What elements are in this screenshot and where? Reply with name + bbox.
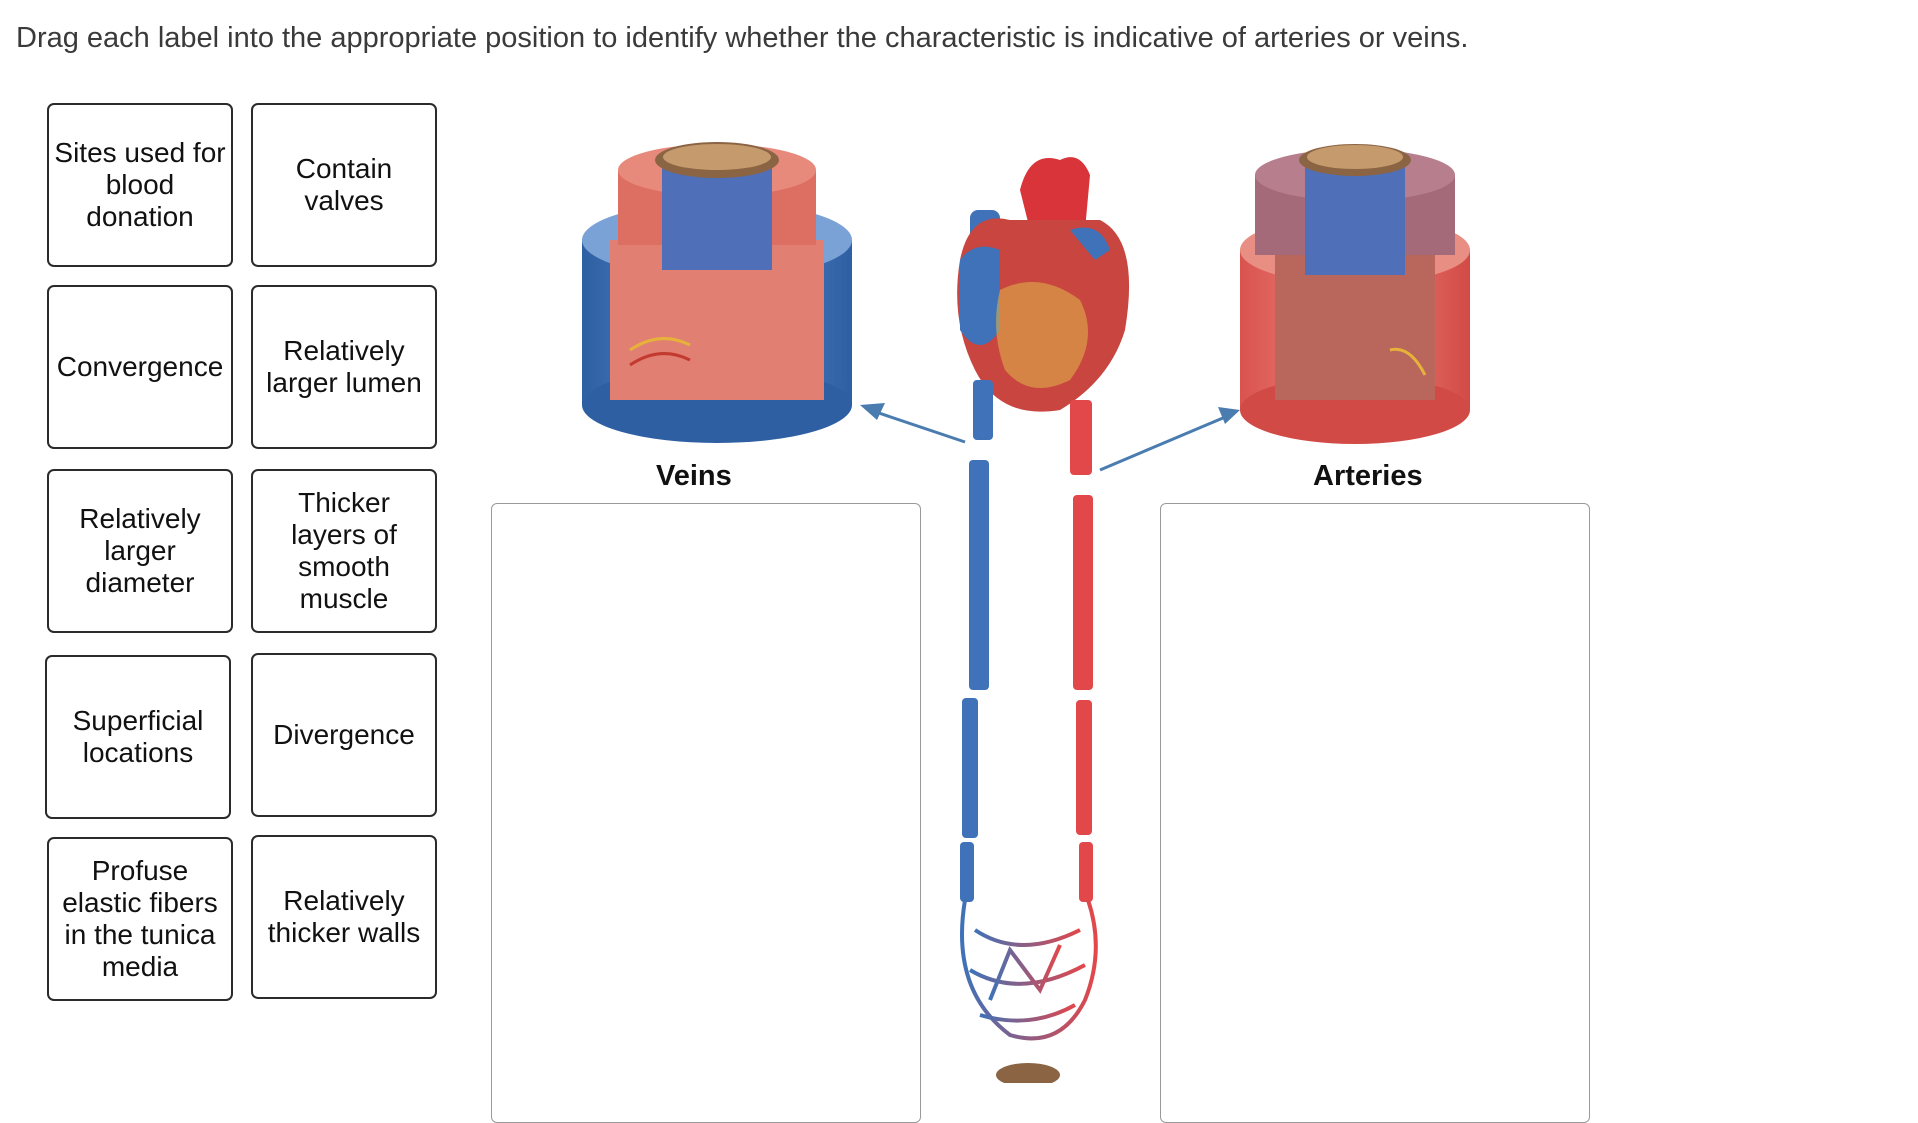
small-vessel-icon [996,1063,1060,1083]
arteries-drop-zone[interactable] [1160,503,1590,1123]
vein-cross-section [582,142,852,443]
arteries-heading: Arteries [1313,460,1423,492]
arrow-to-arteries [1099,407,1240,472]
instructions-text: Drag each label into the appropriate pos… [16,22,1469,54]
heart-illustration [957,157,1130,412]
label-superficial-locations[interactable]: Superficial locations [45,655,231,819]
label-contain-valves[interactable]: Contain valves [251,103,437,267]
circulation-illustration [582,142,1470,1083]
label-sites-used-for-blood-donation[interactable]: Sites used for blood donation [47,103,233,267]
vein-vessel-path [960,380,993,902]
veins-heading: Veins [656,460,732,492]
artery-cross-section [1240,144,1470,444]
label-thicker-layers-of-smooth-muscle[interactable]: Thicker layers of smooth muscle [251,469,437,633]
label-relatively-larger-diameter[interactable]: Relatively larger diameter [47,469,233,633]
label-relatively-thicker-walls[interactable]: Relatively thicker walls [251,835,437,999]
artery-vessel-path [1070,400,1093,902]
label-relatively-larger-lumen[interactable]: Relatively larger lumen [251,285,437,449]
label-divergence[interactable]: Divergence [251,653,437,817]
arrow-to-veins [860,403,966,444]
capillary-bed [960,899,1098,1041]
veins-drop-zone[interactable] [491,503,921,1123]
label-profuse-elastic-fibers[interactable]: Profuse elastic fibers in the tunica med… [47,837,233,1001]
label-convergence[interactable]: Convergence [47,285,233,449]
